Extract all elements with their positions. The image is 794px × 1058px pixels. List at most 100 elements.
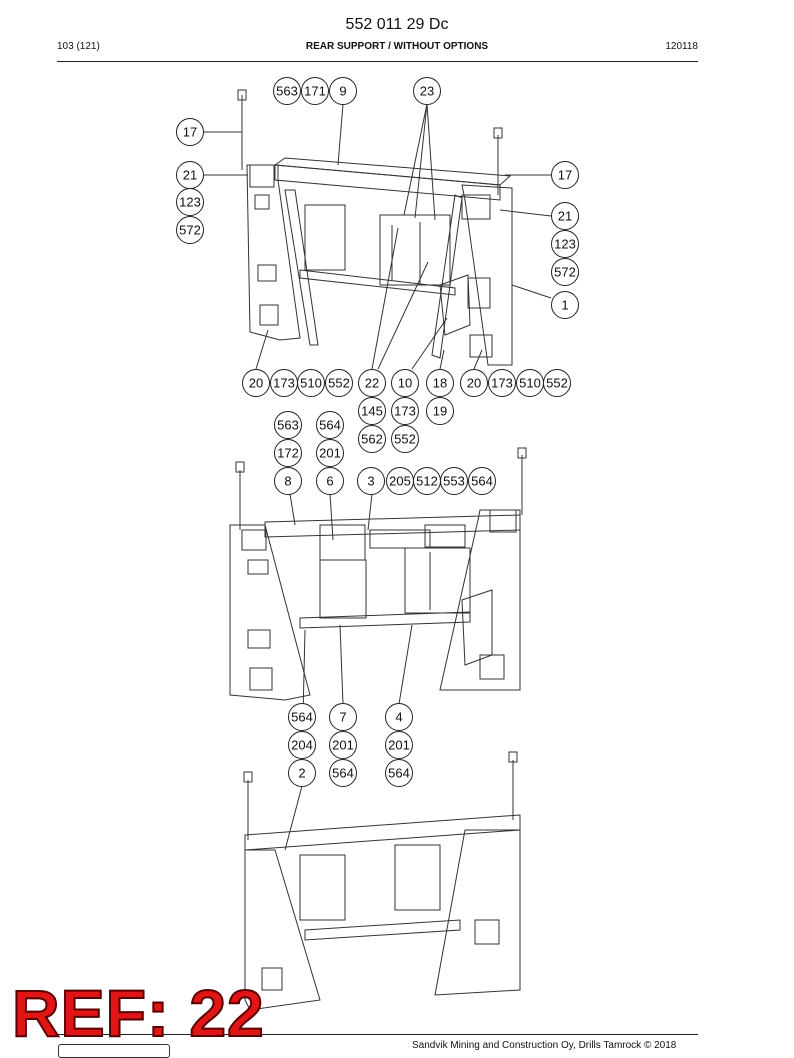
right-lower-lamp (474, 919, 500, 945)
callout-label: 21 (183, 168, 197, 183)
control-box (439, 274, 471, 336)
callout-v2-9: 553 (440, 467, 468, 495)
callout-label: 562 (361, 432, 383, 447)
callout-label: 563 (276, 84, 298, 99)
hose-reel-left (319, 559, 367, 619)
callout-label: 123 (554, 237, 576, 252)
callout-label: 201 (388, 738, 410, 753)
callout-v1-21: 173 (488, 369, 516, 397)
callout-label: 172 (277, 446, 299, 461)
left-lamp (249, 164, 275, 188)
left-antenna-tip (237, 89, 247, 101)
callout-label: 9 (339, 84, 346, 99)
left-column (229, 524, 311, 701)
callout-label: 201 (332, 738, 354, 753)
callout-label: 564 (332, 766, 354, 781)
callout-label: 201 (319, 446, 341, 461)
callout-v2-2: 172 (274, 439, 302, 467)
callout-label: 17 (558, 168, 572, 183)
left-column (244, 849, 321, 1011)
right-lamp (461, 194, 491, 220)
callout-label: 3 (367, 474, 374, 489)
callout-v1-3: 23 (413, 77, 441, 105)
left-lamp (241, 529, 267, 551)
callout-v2-17: 2 (288, 759, 316, 787)
callout-label: 564 (388, 766, 410, 781)
cylinder (369, 529, 431, 549)
left-antenna-tip (235, 461, 245, 473)
callout-v2-4: 8 (274, 467, 302, 495)
reference-stamp: REF: 22 (11, 976, 265, 1050)
callout-label: 23 (420, 84, 434, 99)
callout-v1-2: 9 (329, 77, 357, 105)
callout-label: 572 (179, 223, 201, 238)
callout-v2-18: 564 (329, 759, 357, 787)
callout-label: 22 (365, 376, 379, 391)
callout-label: 173 (273, 376, 295, 391)
callout-v2-12: 7 (329, 703, 357, 731)
callout-label: 18 (433, 376, 447, 391)
right-antenna-tip (517, 447, 527, 459)
left-bracket (254, 194, 270, 210)
right-column (461, 184, 513, 366)
callout-label: 204 (291, 738, 313, 753)
callout-label: 553 (443, 474, 465, 489)
callout-label: 7 (339, 710, 346, 725)
hose-reel-center (379, 214, 451, 286)
callout-v2-10: 564 (468, 467, 496, 495)
callout-v2-0: 563 (274, 411, 302, 439)
callout-v1-11: 572 (551, 258, 579, 286)
callout-v1-16: 552 (325, 369, 353, 397)
date-code: 120118 (665, 41, 698, 52)
left-diagonal-leg (284, 189, 319, 346)
assembly-view-1 (237, 89, 513, 366)
callout-label: 564 (291, 710, 313, 725)
callout-label: 20 (249, 376, 263, 391)
bottom-beam (299, 269, 456, 296)
callout-v1-6: 123 (176, 188, 204, 216)
left-socket (261, 967, 283, 991)
callout-label: 572 (554, 265, 576, 280)
bottom-beam (299, 611, 471, 629)
callout-v1-27: 562 (358, 425, 386, 453)
top-beam (264, 514, 521, 538)
callout-label: 563 (277, 418, 299, 433)
callout-v2-6: 3 (357, 467, 385, 495)
callout-v1-4: 17 (176, 118, 204, 146)
callout-label: 171 (304, 84, 326, 99)
left-antenna-tip (243, 771, 253, 783)
top-beam-face (273, 157, 512, 186)
callout-v2-11: 564 (288, 703, 316, 731)
bottom-beam (304, 919, 461, 941)
callout-v1-0: 563 (273, 77, 301, 105)
callout-v1-17: 22 (358, 369, 386, 397)
callout-label: 552 (328, 376, 350, 391)
callout-v1-9: 21 (551, 202, 579, 230)
right-diagonal-leg (431, 194, 463, 359)
hose-reel-center (404, 547, 471, 614)
callout-v1-15: 510 (297, 369, 325, 397)
control-box (461, 589, 493, 666)
callout-label: 17 (183, 125, 197, 140)
callout-v1-7: 572 (176, 216, 204, 244)
right-column (434, 829, 521, 996)
callout-label: 1 (561, 298, 568, 313)
callout-label: 10 (398, 376, 412, 391)
callout-v1-1: 171 (301, 77, 329, 105)
callout-label: 145 (361, 404, 383, 419)
callout-v1-24: 145 (358, 397, 386, 425)
right-antenna-tip (508, 751, 518, 763)
assembly-view-3 (243, 751, 521, 1011)
header-rule (57, 61, 698, 62)
callout-v1-25: 173 (391, 397, 419, 425)
leaders-view-1 (204, 103, 552, 370)
callout-label: 6 (326, 474, 333, 489)
callout-v2-8: 512 (413, 467, 441, 495)
callout-v1-28: 552 (391, 425, 419, 453)
page-title: REAR SUPPORT / WITHOUT OPTIONS (305, 41, 489, 52)
right-lower-lamp (469, 334, 493, 358)
page-number: 103 (121) (57, 41, 100, 52)
callout-label: 173 (491, 376, 513, 391)
callout-v1-8: 17 (551, 161, 579, 189)
